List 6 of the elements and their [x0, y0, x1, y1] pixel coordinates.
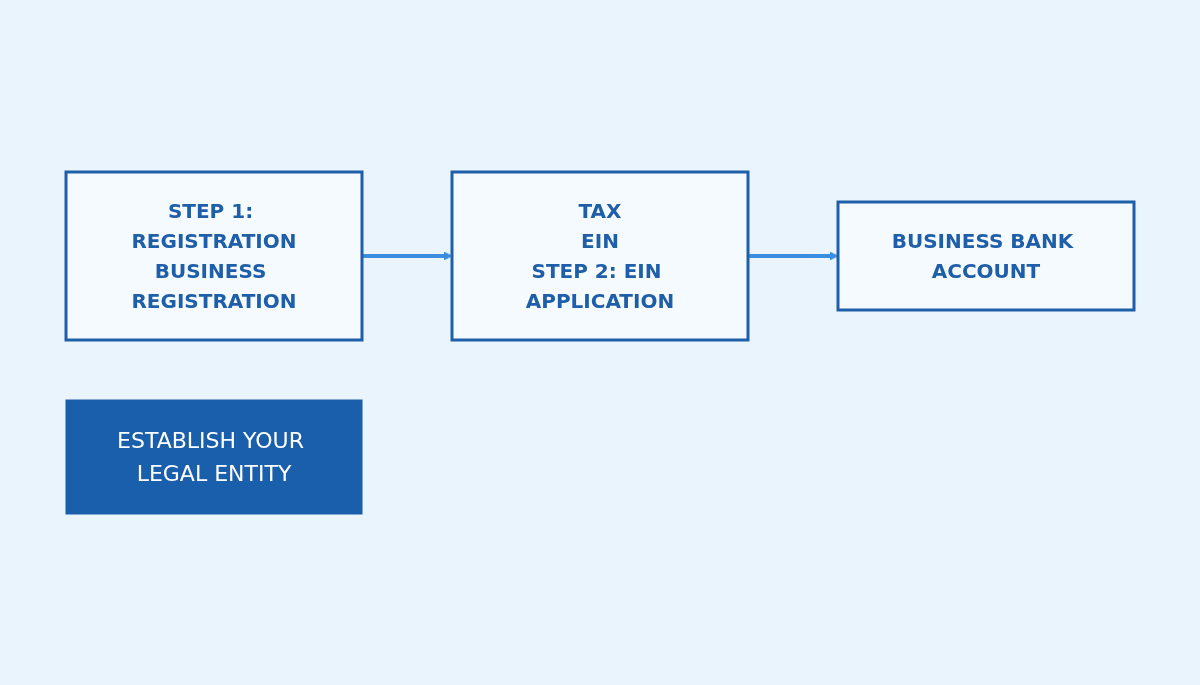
- node-box: ESTABLISH YOUR LEGAL ENTITY: [65, 399, 363, 514]
- node-box: STEP 1: REGISTRATION BUSINESS REGISTRATION: [64, 170, 364, 341]
- arrow: [748, 251, 839, 260]
- node-box: BUSINESS BANK ACCOUNT: [836, 200, 1136, 311]
- arrow: [362, 251, 453, 260]
- node-box: TAX EIN STEP 2: EIN APPLICATION: [450, 170, 750, 341]
